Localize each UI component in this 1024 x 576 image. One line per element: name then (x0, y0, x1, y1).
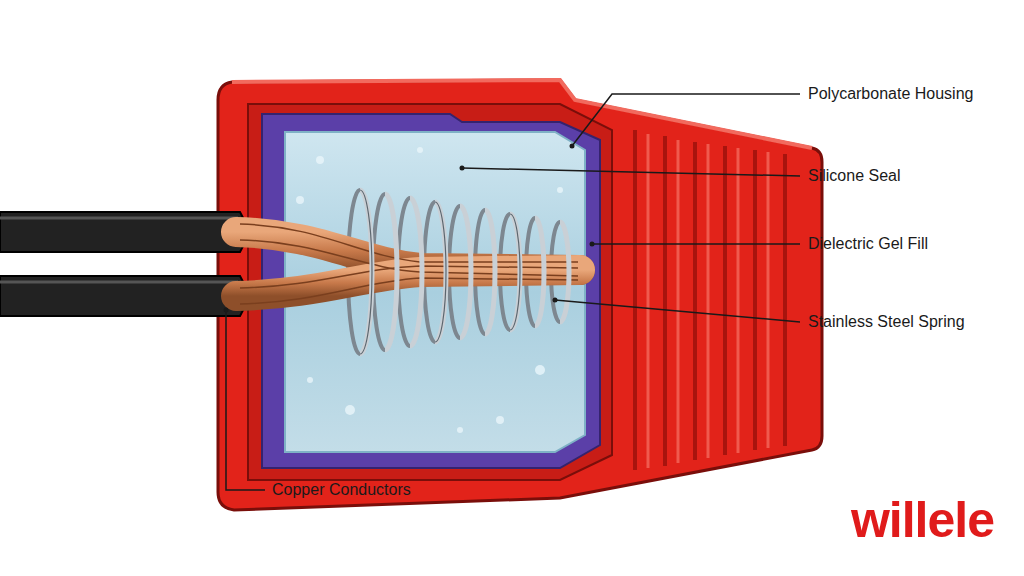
part-label: Stainless Steel Spring (808, 312, 965, 332)
part-label: Silicone Seal (808, 166, 901, 186)
brand-logo: willele (851, 492, 994, 548)
part-label: Dielectric Gel Fill (808, 234, 928, 254)
part-label: Copper Conductors (272, 480, 411, 500)
leader-line (226, 94, 800, 490)
part-label: Polycarbonate Housing (808, 84, 973, 104)
